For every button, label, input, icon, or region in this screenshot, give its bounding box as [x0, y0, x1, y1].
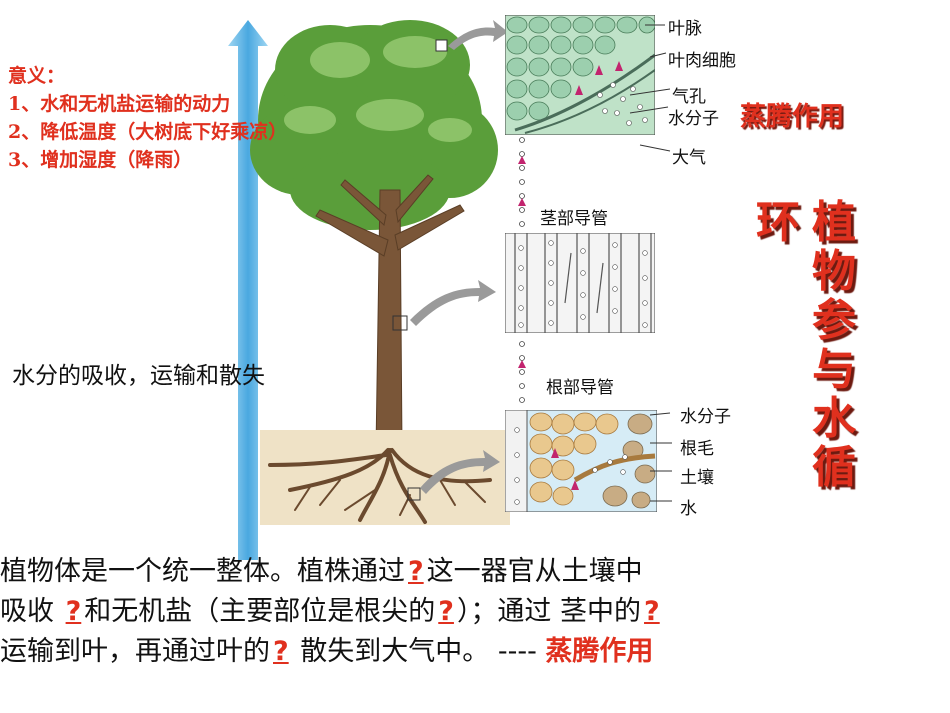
paragraph-line-2: 吸收 ?和无机盐（主要部位是根尖的?）；通过 茎中的? [0, 592, 663, 632]
text-segment: 植物体是一个统一整体。植株通过 [0, 556, 405, 587]
vertical-title-col1: 环 [756, 197, 800, 248]
left-note: 水分的吸收，运输和散失 [12, 363, 265, 389]
significance-item: 3、增加湿度（降雨） [8, 149, 193, 171]
label-stem-vessel: 茎部导管 [540, 209, 608, 229]
blank-stem-part: ? [644, 596, 660, 627]
text-segment: 这一器官从土壤中 [426, 556, 643, 587]
text-segment: ）；通过 茎中的 [456, 596, 642, 627]
label-stoma: 气孔 [672, 87, 706, 107]
blank-substance: ? [65, 596, 82, 627]
leaf-cross-section [505, 15, 655, 135]
label-root-hair: 根毛 [680, 439, 714, 459]
paragraph-line-1: 植物体是一个统一整体。植株通过?这一器官从土壤中 [0, 552, 663, 592]
transpiration-label: 蒸腾作用 [740, 102, 845, 132]
bottom-paragraph: 植物体是一个统一整体。植株通过?这一器官从土壤中 吸收 ?和无机盐（主要部位是根… [0, 552, 663, 672]
significance-list: 意义： 1、水和无机盐运输的动力 2、降低温度（大树底下好乘凉） 3、增加湿度（… [8, 62, 287, 174]
significance-item: 1、水和无机盐运输的动力 [8, 93, 231, 115]
blank-root-tip: ? [438, 596, 454, 627]
water-path-dots [518, 137, 526, 403]
label-water: 水 [680, 499, 697, 519]
stem-vessel-section [505, 233, 655, 333]
text-segment: 运输到叶，再通过叶的 [0, 636, 270, 667]
text-segment: 吸收 [0, 596, 63, 627]
label-leader-lines [629, 24, 672, 502]
paragraph-line-3: 运输到叶，再通过叶的? 散失到大气中。 ---- 蒸腾作用 [0, 632, 663, 672]
label-mesophyll: 叶肉细胞 [668, 51, 736, 71]
label-leaf-vein: 叶脉 [668, 19, 702, 39]
vertical-title-col2: 植物参与水循 [812, 197, 856, 493]
text-segment: 和无机盐（主要部位是根尖的 [84, 596, 436, 627]
significance-title: 意义： [8, 65, 66, 87]
transpiration-answer: 蒸腾作用 [545, 636, 654, 667]
root-section [505, 410, 657, 512]
label-root-vessel: 根部导管 [546, 378, 614, 398]
blank-organ: ? [408, 556, 424, 587]
label-soil: 土壤 [680, 468, 714, 488]
significance-item: 2、降低温度（大树底下好乘凉） [8, 121, 288, 143]
text-segment: 散失到大气中。 ---- [291, 636, 546, 667]
label-water-molecule-leaf: 水分子 [668, 109, 719, 129]
label-atmosphere: 大气 [672, 148, 706, 168]
tree-illustration [250, 20, 510, 525]
label-water-molecule-root: 水分子 [680, 407, 731, 427]
blank-leaf-part: ? [273, 636, 289, 667]
